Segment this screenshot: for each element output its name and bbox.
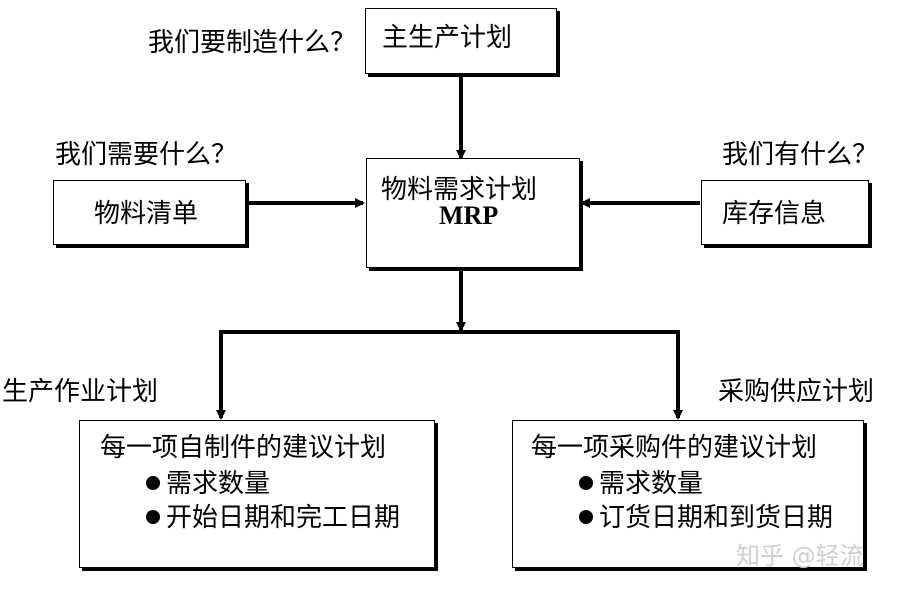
question-make: 我们要制造什么？: [148, 28, 357, 58]
production-item-1-text: 需求数量: [166, 469, 271, 499]
purchase-item-1-text: 需求数量: [599, 469, 704, 499]
purchase-item-2: 订货日期和到货日期: [579, 497, 833, 534]
bom-label: 物料清单: [94, 199, 199, 229]
mps-box: 主生产计划: [365, 8, 557, 74]
purchase-item-2-text: 订货日期和到货日期: [599, 503, 834, 533]
production-box: 每一项自制件的建议计划 需求数量 开始日期和完工日期: [79, 420, 435, 568]
production-item-1: 需求数量: [146, 463, 270, 500]
bullet-icon: [146, 476, 160, 490]
bullet-icon: [579, 476, 593, 490]
production-plan-label: 生产作业计划: [2, 377, 159, 407]
mrp-label-line2: MRP: [439, 201, 499, 230]
purchase-title: 每一项采购件的建议计划: [531, 433, 818, 463]
mps-label: 主生产计划: [382, 23, 513, 53]
bom-box: 物料清单: [53, 180, 246, 245]
bullet-icon: [579, 510, 593, 524]
production-title: 每一项自制件的建议计划: [100, 433, 387, 463]
mrp-box: 物料需求计划 MRP: [366, 158, 580, 268]
purchase-box: 每一项采购件的建议计划 需求数量 订货日期和到货日期: [512, 420, 864, 568]
inventory-box: 库存信息: [701, 180, 869, 245]
bullet-icon: [146, 510, 160, 524]
production-item-2: 开始日期和完工日期: [146, 497, 400, 534]
purchase-plan-label: 采购供应计划: [718, 377, 875, 407]
production-item-2-text: 开始日期和完工日期: [166, 503, 401, 533]
question-need: 我们需要什么？: [55, 140, 238, 170]
watermark: 知乎 @轻流: [736, 542, 864, 570]
inventory-label: 库存信息: [722, 199, 827, 229]
purchase-item-1: 需求数量: [579, 463, 703, 500]
split-connector: [219, 330, 680, 418]
mrp-label-line1: 物料需求计划: [381, 175, 538, 205]
question-have: 我们有什么？: [722, 140, 879, 170]
